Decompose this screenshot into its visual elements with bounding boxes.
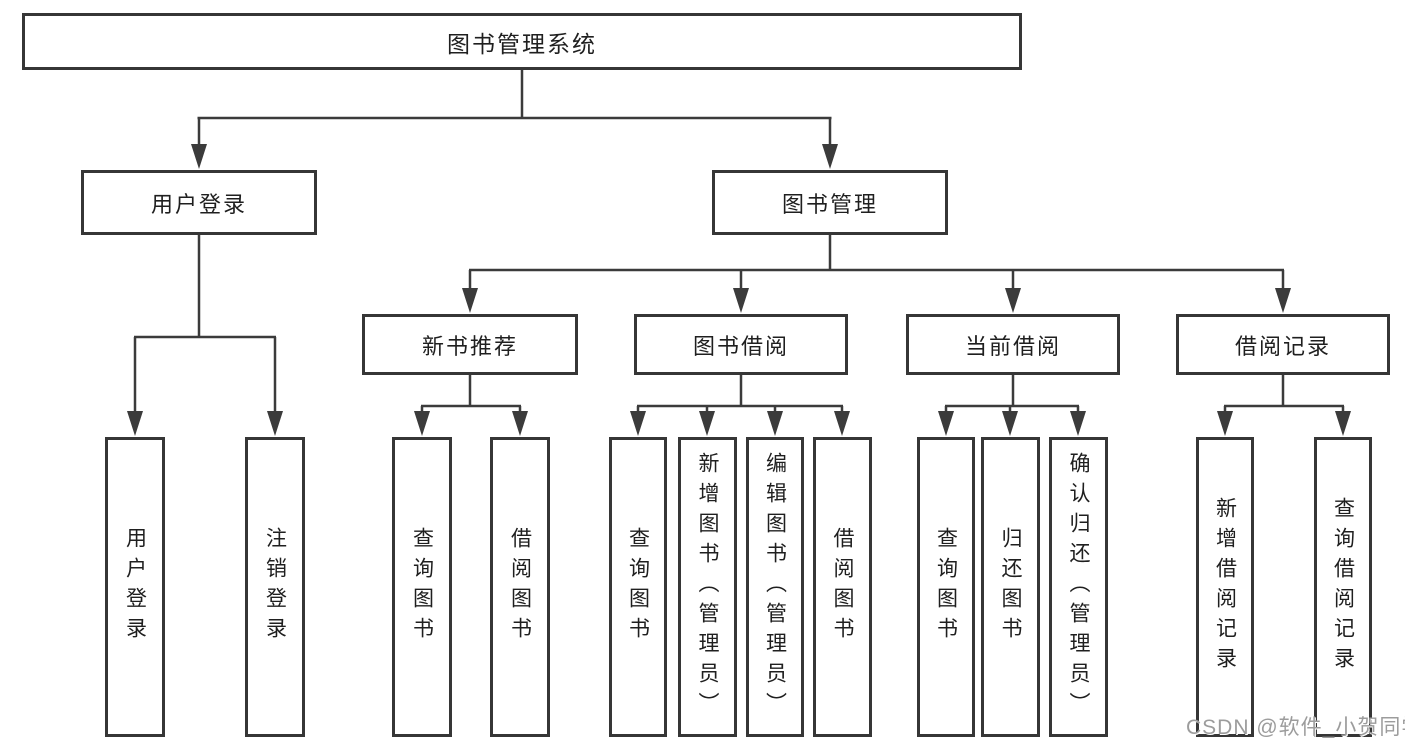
node-label: 用户登录 xyxy=(123,527,147,647)
node-label: 当前借阅 xyxy=(964,333,1061,359)
csdn-watermark: CSDN @软件_小贺同学 xyxy=(1186,716,1405,739)
node-label: 借阅记录 xyxy=(1234,333,1331,359)
leaf-borrow-book-recommend: 借阅图书 xyxy=(490,437,550,737)
leaf-add-book-admin: 新增图书（管理员） xyxy=(678,437,737,737)
leaf-query-book-borrowing: 查询图书 xyxy=(609,437,667,737)
node-label: 借阅图书 xyxy=(831,527,854,647)
node-label: 查询图书 xyxy=(410,527,434,647)
leaf-query-book-recommend: 查询图书 xyxy=(392,437,452,737)
leaf-query-borrow-record: 查询借阅记录 xyxy=(1314,437,1372,737)
node-current-borrowing: 当前借阅 xyxy=(906,314,1120,375)
connector-path xyxy=(133,68,1345,414)
leaf-borrow-book: 借阅图书 xyxy=(813,437,872,737)
node-label: 查询借阅记录 xyxy=(1331,497,1355,677)
node-book-management: 图书管理 xyxy=(712,170,948,235)
node-label: 新增图书（管理员） xyxy=(696,452,719,722)
leaf-confirm-return-admin: 确认归还（管理员） xyxy=(1049,437,1108,737)
arrowheads xyxy=(127,144,1351,436)
node-label: 查询图书 xyxy=(934,527,958,647)
node-label: 编辑图书（管理员） xyxy=(763,452,787,722)
node-label: 图书管理 xyxy=(781,191,878,217)
node-user-login: 用户登录 xyxy=(81,170,317,235)
node-label: 新书推荐 xyxy=(421,333,518,359)
node-label: 图书借阅 xyxy=(692,333,789,359)
node-label: 确认归还（管理员） xyxy=(1067,452,1090,722)
leaf-query-book-current: 查询图书 xyxy=(917,437,975,737)
leaf-add-borrow-record: 新增借阅记录 xyxy=(1196,437,1254,737)
node-borrowing-records: 借阅记录 xyxy=(1176,314,1390,375)
node-label: 归还图书 xyxy=(999,527,1022,647)
node-library-system: 图书管理系统 xyxy=(22,13,1022,70)
node-label: 注销登录 xyxy=(263,527,287,647)
node-label: 新增借阅记录 xyxy=(1213,497,1237,677)
leaf-user-login: 用户登录 xyxy=(105,437,165,737)
node-label: 借阅图书 xyxy=(508,527,532,647)
leaf-logout: 注销登录 xyxy=(245,437,305,737)
node-label: 用户登录 xyxy=(150,191,247,217)
node-new-book-recommend: 新书推荐 xyxy=(362,314,578,375)
node-book-borrowing: 图书借阅 xyxy=(634,314,848,375)
node-label: 查询图书 xyxy=(626,527,650,647)
node-label: 图书管理系统 xyxy=(447,30,597,57)
leaf-return-book: 归还图书 xyxy=(981,437,1040,737)
leaf-edit-book-admin: 编辑图书（管理员） xyxy=(746,437,804,737)
